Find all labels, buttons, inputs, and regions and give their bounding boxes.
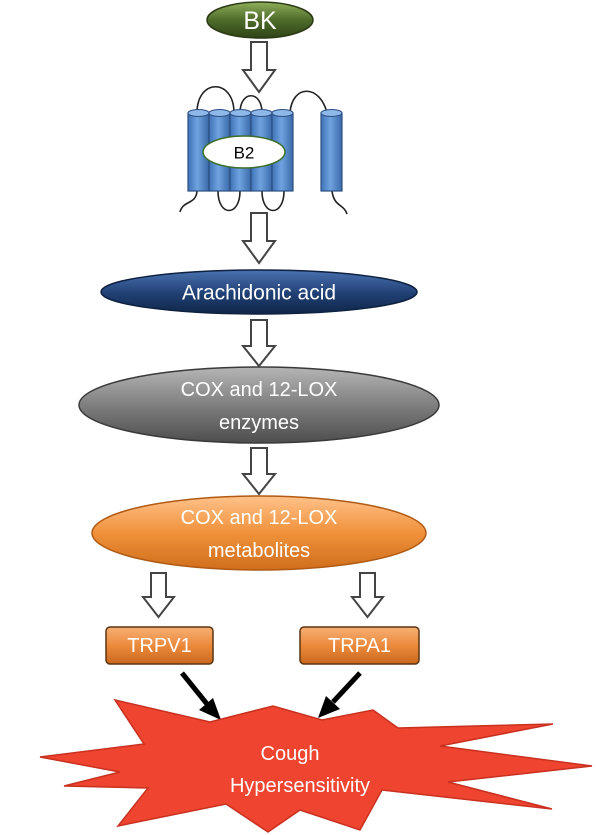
metabolites-node: COX and 12-LOX metabolites bbox=[91, 495, 427, 571]
down-arrow-icon bbox=[240, 319, 278, 368]
b2-receptor: B2 bbox=[179, 86, 348, 215]
trpa1-node: TRPA1 bbox=[299, 626, 420, 665]
arachidonic-label: Arachidonic acid bbox=[182, 282, 336, 305]
down-arrow-icon bbox=[241, 41, 277, 94]
down-arrow-icon bbox=[240, 447, 278, 496]
arrow-trpa1-icon bbox=[318, 671, 362, 718]
metabolites-label-line2: metabolites bbox=[208, 540, 310, 562]
arachidonic-acid-node: Arachidonic acid bbox=[100, 269, 418, 315]
down-arrow-icon bbox=[349, 572, 386, 619]
trpv1-node: TRPV1 bbox=[105, 626, 214, 665]
down-arrow-icon bbox=[241, 212, 277, 265]
arrow-trpv1-icon bbox=[180, 671, 221, 720]
enzymes-node: COX and 12-LOX enzymes bbox=[78, 366, 440, 444]
enzymes-label-line2: enzymes bbox=[219, 412, 299, 434]
cough-hypersensitivity-burst: Cough Hypersensitivity bbox=[39, 698, 593, 833]
cough-label-line2: Hypersensitivity bbox=[230, 775, 370, 797]
down-arrow-icon bbox=[140, 572, 177, 619]
enzymes-label-line1: COX and 12-LOX bbox=[181, 379, 338, 401]
bk-node: BK bbox=[206, 1, 314, 39]
bk-label: BK bbox=[243, 7, 277, 35]
b2-label: B2 bbox=[234, 144, 255, 163]
trpv1-label: TRPV1 bbox=[127, 635, 191, 657]
trpa1-label: TRPA1 bbox=[328, 635, 391, 657]
cough-label-line1: Cough bbox=[261, 743, 320, 765]
metabolites-label-line1: COX and 12-LOX bbox=[181, 507, 338, 529]
